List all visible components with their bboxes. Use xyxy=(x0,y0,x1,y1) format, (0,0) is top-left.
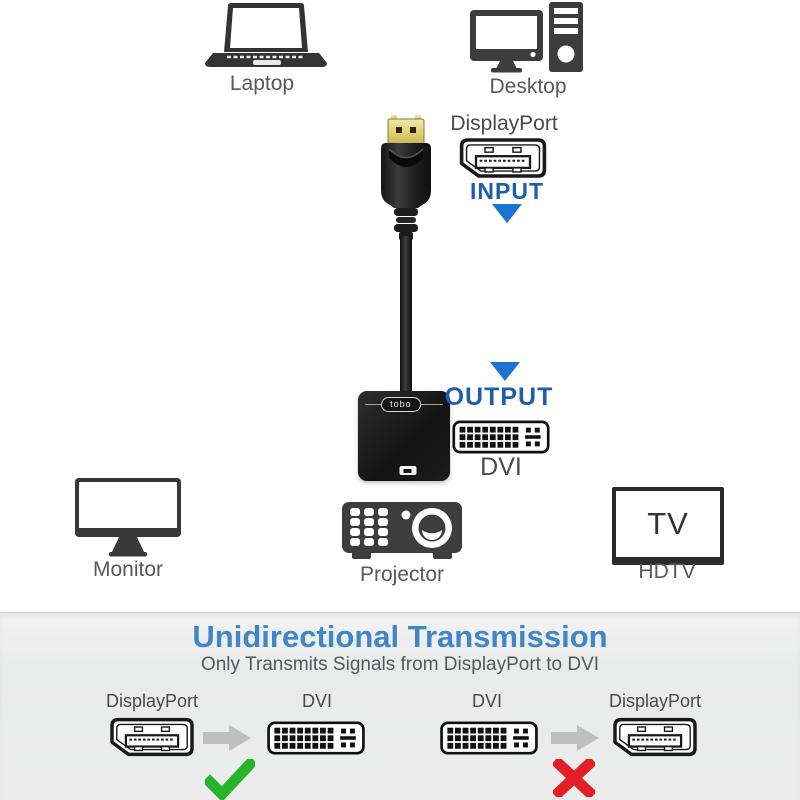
monitor-label: Monitor xyxy=(92,558,164,581)
laptop-label: Laptop xyxy=(229,72,295,95)
output-arrow-down-icon xyxy=(490,362,520,381)
projector-icon xyxy=(342,502,462,559)
banner-title: Unidirectional Transmission xyxy=(192,619,608,654)
blocked-from-label: DVI xyxy=(471,691,503,711)
projector-label: Projector xyxy=(359,563,445,586)
unidirectional-banner: Unidirectional Transmission Only Transmi… xyxy=(0,612,800,800)
arrow-right-icon xyxy=(551,725,599,751)
displayport-port-icon xyxy=(459,138,547,178)
tv-icon: TV xyxy=(612,487,724,565)
blocked-to-label: DisplayPort xyxy=(608,691,702,711)
input-label: INPUT xyxy=(470,178,544,204)
dvi-output-label: DVI xyxy=(480,453,522,481)
arrow-right-icon xyxy=(203,725,251,751)
cross-icon xyxy=(553,759,595,797)
adapter-body: tobo xyxy=(358,391,450,481)
laptop-icon xyxy=(205,3,327,67)
desktop-icon xyxy=(470,2,583,73)
dvi-port-icon xyxy=(440,721,538,755)
output-label: OUTPUT xyxy=(444,383,554,411)
hdtv-label: HDTV xyxy=(638,560,696,583)
tv-screen-text: TV xyxy=(647,506,689,541)
input-arrow-down-icon xyxy=(492,204,522,223)
adapter-dvi-port xyxy=(399,466,417,475)
allowed-to-label: DVI xyxy=(301,691,333,711)
displayport-plug-icon xyxy=(381,115,431,240)
dvi-port-icon xyxy=(267,721,365,755)
adapter-brand-label: tobo xyxy=(381,397,421,412)
monitor-icon xyxy=(75,478,181,557)
adapter-cable xyxy=(400,236,412,394)
allowed-from-label: DisplayPort xyxy=(105,691,199,711)
check-icon xyxy=(205,759,255,800)
banner-subtitle: Only Transmits Signals from DisplayPort … xyxy=(200,654,600,675)
displayport-port-icon xyxy=(110,717,194,757)
displayport-port-icon xyxy=(613,717,697,757)
desktop-label: Desktop xyxy=(489,75,567,98)
dvi-port-icon xyxy=(452,420,550,454)
displayport-input-label: DisplayPort xyxy=(450,112,558,135)
